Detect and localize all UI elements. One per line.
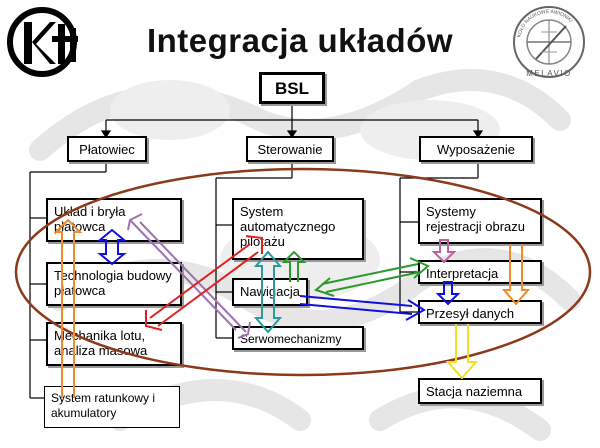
item-nawigacja: Nawigacja [232,278,308,306]
item-stacja-naziemna: Stacja naziemna [418,378,542,404]
kmh-logo [7,7,78,77]
item-serwomechanizmy: Serwomechanizmy [232,326,364,350]
item-mechanika-lotu: Mechanika lotu, analiza masowa [46,322,182,366]
melavio-logo-bottom-text: MELAVIO [526,69,571,78]
item-rejestracja-obrazu: Systemy rejestracji obrazu [418,198,542,244]
category-wyposazenie: Wyposażenie [419,136,533,162]
category-sterowanie: Sterowanie [246,136,334,162]
item-interpretacja: Interpretacja [418,260,542,284]
category-platowiec: Płatowiec [67,136,147,162]
page-title: Integracja układów [146,22,454,59]
item-przesyl-danych: Przesył danych [418,300,542,324]
item-uklad-i-bryla: Układ i bryła płatowca [46,198,182,242]
melavio-logo: KOŁO NAUKOWE AWIONIKI MELAVIO [513,6,585,78]
item-system-ratunkowy: System ratunkowy i akumulatory [44,386,180,428]
item-autopilot: System automatycznego pilotażu [232,198,364,260]
bsl-root-box: BSL [259,72,325,104]
item-technologia: Technologia budowy płatowca [46,262,182,306]
